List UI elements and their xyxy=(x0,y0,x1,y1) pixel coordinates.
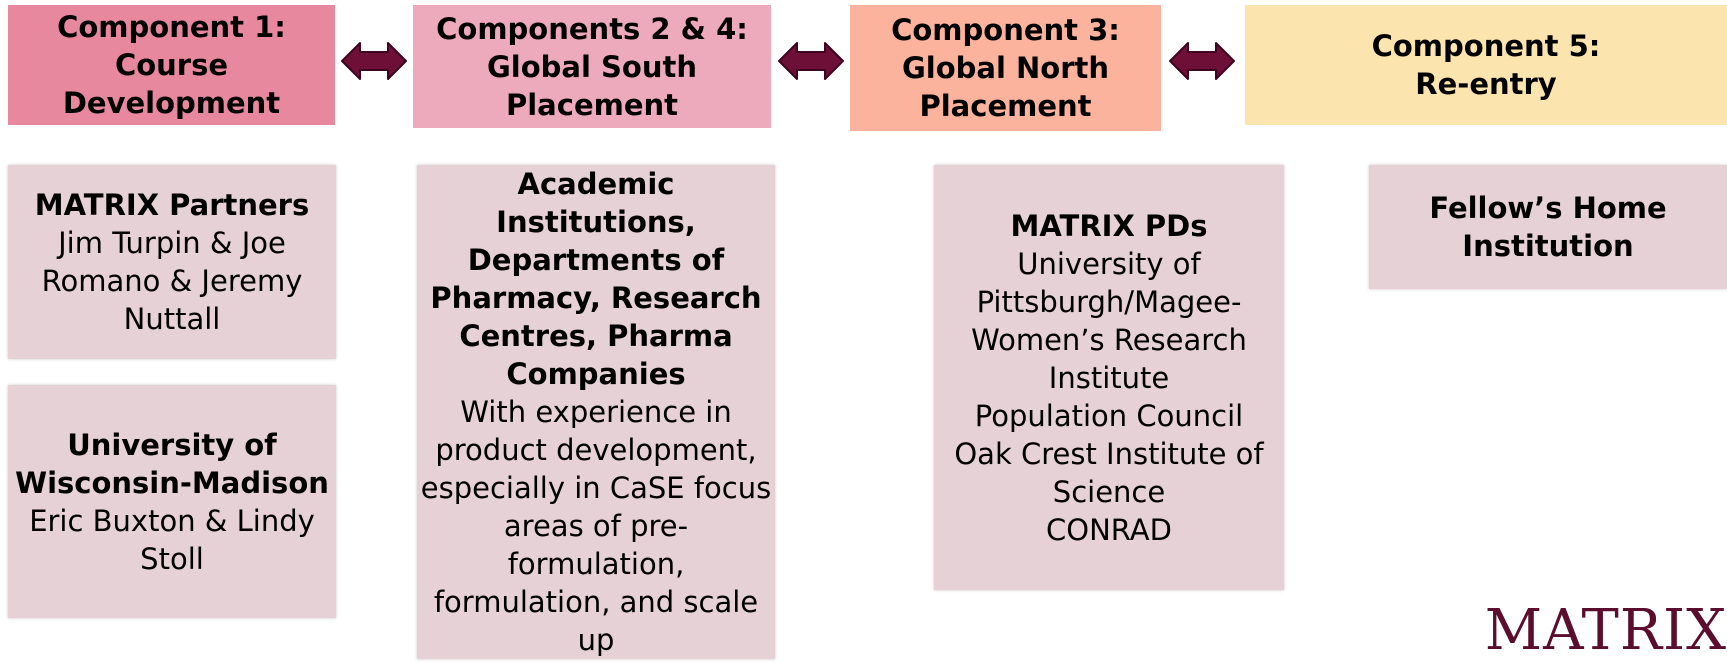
card-line: Jim Turpin & Joe xyxy=(58,226,286,260)
header-line: Course xyxy=(114,48,229,82)
card-title: Departments of xyxy=(467,243,725,277)
card-line: Women’s Research xyxy=(971,322,1247,357)
header-line: Components 2 & 4: xyxy=(436,11,748,46)
wisconsin-card: University of Wisconsin-Madison Eric Bux… xyxy=(8,385,336,618)
card-title: MATRIX PDs xyxy=(1010,208,1208,243)
card-line: product development, xyxy=(435,433,757,467)
double-arrow-icon xyxy=(778,42,844,80)
component-3-header: Component 3: Global North Placement xyxy=(850,5,1161,131)
header-line: Global North xyxy=(901,51,1110,85)
card-line: CONRAD xyxy=(1046,512,1172,547)
component-1-header: Component 1: Course Development xyxy=(8,5,335,125)
card-title: Institution xyxy=(1462,229,1634,263)
card-line: formulation, and scale xyxy=(433,585,759,619)
header-line: Global South xyxy=(487,49,697,84)
card-line: especially in CaSE focus xyxy=(420,471,772,505)
card-line: Oak Crest Institute of xyxy=(954,436,1264,471)
global-north-card: MATRIX PDs University of Pittsburgh/Mage… xyxy=(934,165,1284,590)
component-5-header: Component 5: Re-entry xyxy=(1245,5,1727,125)
card-line: areas of pre-formulation, xyxy=(503,509,689,581)
card-line: Population Council xyxy=(974,398,1244,433)
card-line: Nuttall xyxy=(123,302,221,336)
global-south-card: Academic Institutions, Departments of Ph… xyxy=(417,165,775,659)
header-line: Placement xyxy=(505,87,679,122)
card-title: Fellow’s Home xyxy=(1429,191,1667,225)
header-line: Re-entry xyxy=(1415,67,1557,101)
card-line: Institute xyxy=(1048,360,1170,395)
double-arrow-icon xyxy=(1169,42,1235,80)
card-title: Pharmacy, Research xyxy=(430,281,762,315)
card-title: MATRIX Partners xyxy=(34,188,310,222)
card-title: Centres, Pharma xyxy=(459,319,733,353)
header-line: Component 1: xyxy=(57,10,286,44)
card-title: University of xyxy=(67,427,277,462)
card-title: Institutions, xyxy=(496,205,696,239)
matrix-partners-card: MATRIX Partners Jim Turpin & Joe Romano … xyxy=(8,165,336,359)
matrix-logo: MATRIX xyxy=(1484,598,1727,663)
card-line: Science xyxy=(1052,474,1166,509)
card-title: Academic xyxy=(517,167,675,201)
double-arrow-icon xyxy=(341,42,407,80)
card-line: University of xyxy=(1017,246,1201,281)
card-line: Pittsburgh/Magee- xyxy=(976,284,1242,319)
card-line: With experience in xyxy=(460,395,732,429)
card-title: Wisconsin-Madison xyxy=(15,465,329,500)
card-line: Romano & Jeremy xyxy=(41,264,303,298)
header-line: Development xyxy=(62,86,281,120)
card-line: Stoll xyxy=(140,541,204,576)
home-institution-card: Fellow’s Home Institution xyxy=(1369,165,1727,289)
card-line: up xyxy=(577,623,615,657)
header-line: Component 3: xyxy=(891,13,1120,47)
header-line: Component 5: xyxy=(1371,29,1601,63)
card-line: Eric Buxton & Lindy xyxy=(29,503,315,538)
header-line: Placement xyxy=(919,89,1092,123)
component-2-4-header: Components 2 & 4: Global South Placement xyxy=(413,5,771,128)
card-title: Companies xyxy=(506,357,686,391)
